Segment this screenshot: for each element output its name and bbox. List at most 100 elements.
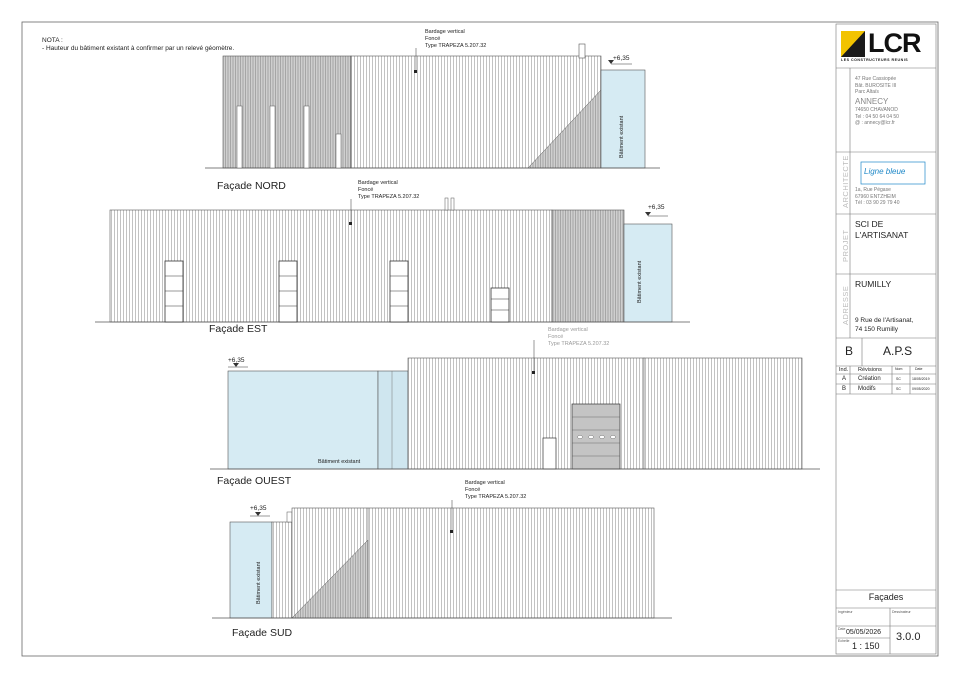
facade-est-drawing — [95, 197, 690, 323]
nord-existing-label: Bâtiment existant — [619, 115, 625, 158]
architect-address: 1a, Rue Pégase 67960 ENTZHEIM Tél : 03 9… — [855, 187, 899, 207]
ouest-level-marker — [233, 363, 239, 367]
ouest-door-panels — [572, 416, 620, 457]
est-chimney-1 — [444, 197, 449, 211]
lcr-tagline: LES CONSTRUCTEURS REUNIS — [841, 58, 909, 62]
cladding-line1: Bardage vertical — [465, 480, 505, 486]
sud-left-section — [271, 521, 293, 619]
note-title: NOTA : — [42, 37, 63, 44]
project-name: SCI DE L'ARTISANAT — [855, 219, 908, 241]
est-level-label: +6,35 — [648, 204, 665, 211]
company-address-line: Parc Altaïs — [855, 89, 879, 95]
site-address-line2: 74 150 Rumilly — [855, 325, 898, 333]
facade-nord-title: Façade NORD — [217, 180, 286, 192]
project-name-line1: SCI DE — [855, 219, 884, 229]
sheet-number: 3.0.0 — [896, 631, 921, 643]
ligne-bleue-logo-box — [860, 161, 926, 185]
project-label: PROJET — [841, 229, 850, 262]
lcr-logo-triangle — [841, 31, 865, 57]
est-cladding-callout: Bardage vertical Foncé Type TRAPEZA 5.20… — [358, 180, 419, 201]
company-contact: 74650 CHAVANOD Tel : 04 50 64 04 50 @ : … — [855, 107, 899, 127]
company-address: 47 Rue Cassiopée Bât. BUROSITE III Parc … — [855, 76, 896, 96]
sheet-frame — [21, 21, 939, 657]
project-city: RUMILLY — [855, 279, 892, 289]
ouest-service-door — [542, 437, 557, 470]
rev-label: Modifs — [858, 386, 876, 392]
facade-est-title: Façade EST — [209, 323, 268, 335]
lcr-logo-text: LCR — [868, 28, 921, 58]
ouest-existing-building — [227, 370, 379, 470]
sheet-scale: 1 : 150 — [852, 641, 880, 651]
project-name-line2: L'ARTISANAT — [855, 230, 909, 240]
cladding-line1: Bardage vertical — [358, 180, 398, 186]
nord-window-1 — [236, 105, 243, 169]
ouest-level-label: +6,35 — [228, 357, 245, 364]
nord-callout-dot — [414, 70, 417, 73]
facade-ouest-title: Façade OUEST — [217, 475, 292, 487]
cladding-line1: Bardage vertical — [548, 327, 588, 333]
draftsman-label: Dessinateur — [892, 610, 911, 614]
facade-sud-drawing — [212, 500, 672, 619]
nord-cladding-callout: Bardage vertical Foncé Type TRAPEZA 5.20… — [425, 29, 486, 50]
phase-index: B — [845, 344, 854, 358]
rev-ind: A — [842, 376, 847, 382]
date-label: Date — [838, 627, 846, 631]
est-dark-section — [551, 209, 625, 323]
phase-name: A.P.S — [883, 344, 913, 358]
cladding-line3: Type TRAPEZA 5.207.32 — [358, 194, 420, 200]
cladding-line2: Foncé — [548, 334, 564, 340]
note-text: - Hauteur du bâtiment existant à confirm… — [42, 45, 235, 52]
est-door-2 — [278, 260, 298, 323]
site-address: 9 Rue de l'Artisanat, 74 150 Rumilly — [855, 317, 913, 334]
sheet-title: Façades — [868, 592, 904, 602]
sud-existing-label: Bâtiment existant — [256, 561, 262, 604]
scale-label: Echelle — [838, 639, 850, 643]
facade-sud-title: Façade SUD — [232, 627, 293, 639]
est-door-4 — [490, 287, 510, 323]
nord-window-3 — [303, 105, 310, 169]
ouest-existing-annex — [377, 370, 409, 470]
est-main-section — [109, 209, 553, 323]
ouest-cladding-callout: Bardage vertical Foncé Type TRAPEZA 5.20… — [548, 327, 609, 348]
sud-callout-dot — [450, 530, 453, 533]
cladding-line3: Type TRAPEZA 5.207.32 — [465, 494, 527, 500]
engineer-label: Ingénieur — [838, 610, 853, 614]
facade-ouest-drawing — [210, 340, 820, 470]
sud-chimney — [286, 511, 293, 523]
ouest-door-windows — [577, 435, 616, 439]
company-phone: Tel : 04 50 64 04 50 — [855, 113, 899, 120]
architect-address-line: 67960 ENTZHEIM — [855, 193, 896, 200]
rev-nom: SC — [896, 377, 901, 381]
rev-nom: SC — [896, 387, 901, 391]
cladding-line2: Foncé — [358, 187, 374, 193]
rev-date: 09/05/2020 — [912, 387, 930, 391]
architect-address-line: 1a, Rue Pégase — [855, 187, 891, 193]
architect-phone: Tél : 03 90 29 79 40 — [855, 200, 900, 206]
rev-header-date: Date — [915, 367, 923, 371]
cladding-line3: Type TRAPEZA 5.207.32 — [548, 341, 610, 347]
est-level-marker — [645, 212, 651, 216]
cladding-line3: Type TRAPEZA 5.207.32 — [425, 43, 487, 49]
nord-window-2 — [269, 105, 276, 169]
rev-ind: B — [842, 386, 847, 392]
company-address-line: Bât. BUROSITE III — [855, 82, 897, 89]
rev-header-ind: Ind. — [839, 367, 849, 373]
rev-header-nom: Nom — [895, 367, 903, 371]
nord-window-4 — [335, 133, 342, 169]
facade-nord-drawing — [205, 43, 660, 169]
nord-existing-building — [600, 69, 646, 169]
site-address-line1: 9 Rue de l'Artisanat, — [855, 317, 914, 324]
nord-level-label: +6,35 — [613, 55, 630, 62]
ouest-callout-dot — [532, 371, 535, 374]
company-address-line: 47 Rue Cassiopée — [855, 76, 897, 82]
nord-dark-section — [222, 55, 352, 169]
est-callout-dot — [349, 222, 352, 225]
ouest-right-section — [643, 357, 803, 470]
rev-date: 18/05/2019 — [912, 377, 930, 381]
nord-chimney — [578, 43, 586, 59]
company-postcode: 74650 CHAVANOD — [855, 107, 898, 113]
company-city: ANNECY — [855, 97, 889, 106]
address-label: ADRESSE — [841, 285, 850, 325]
